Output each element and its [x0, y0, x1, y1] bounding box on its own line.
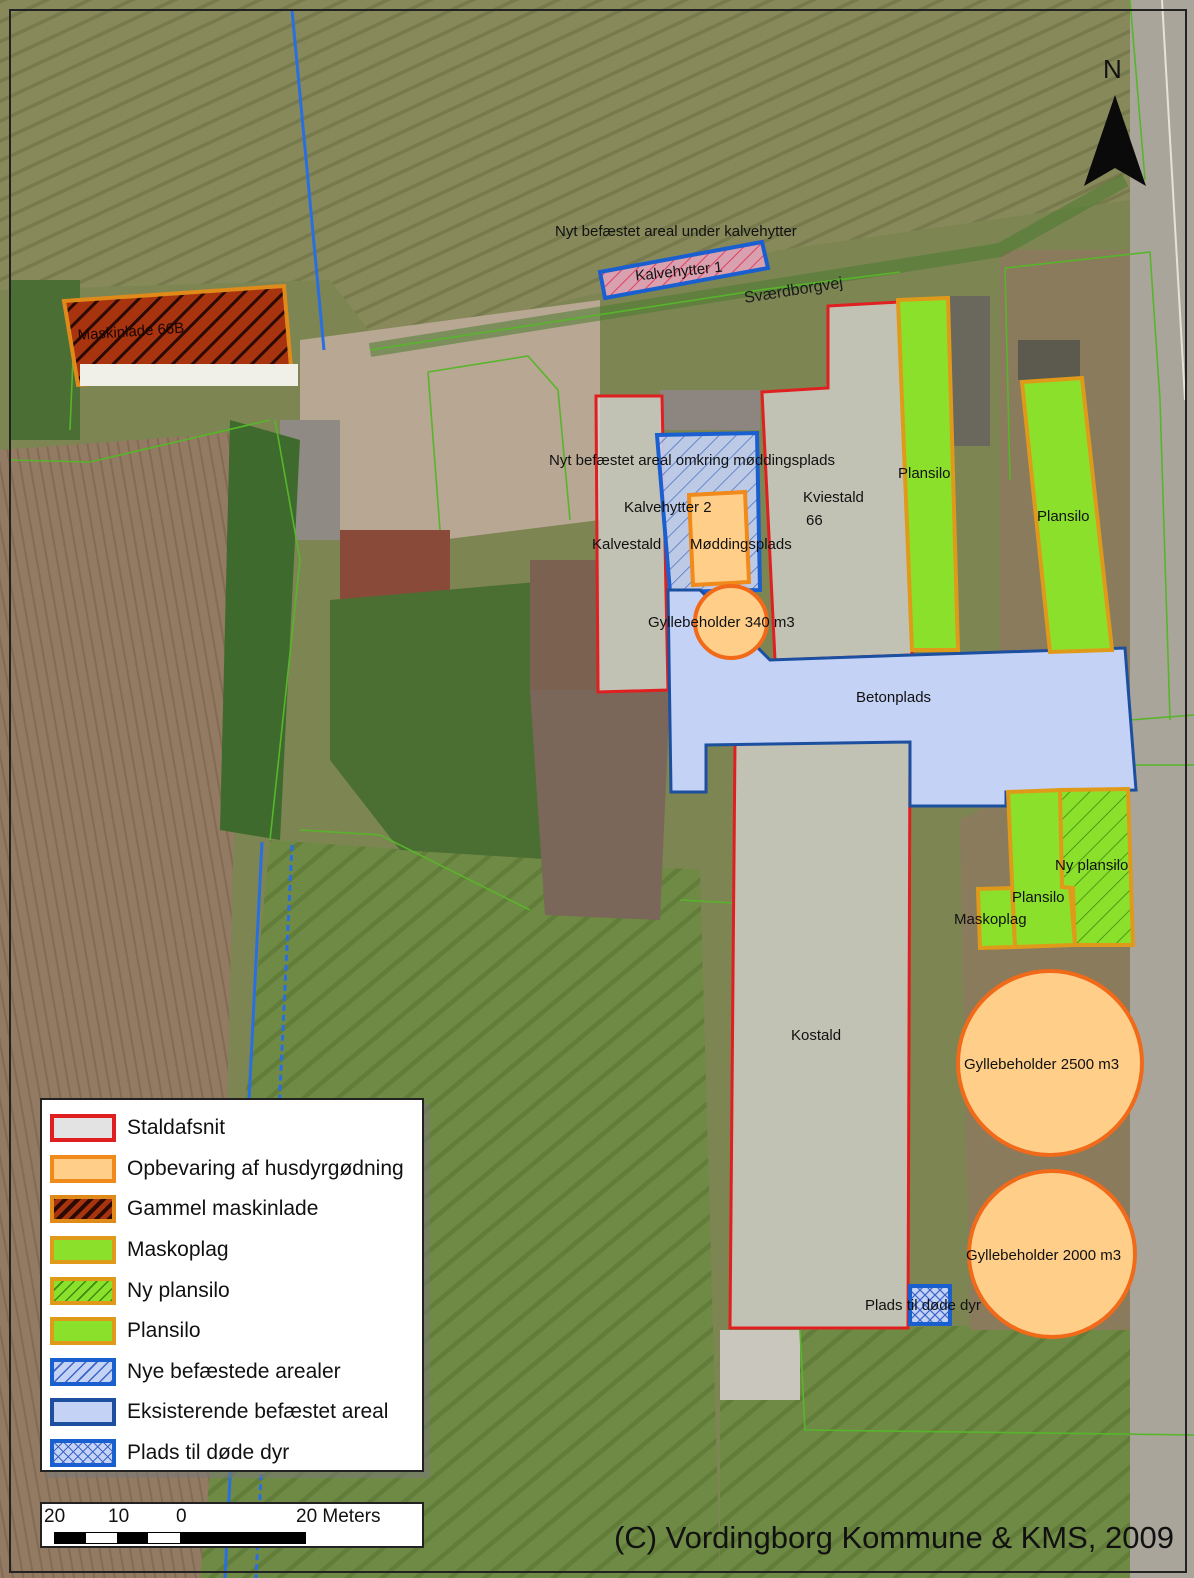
legend-item: Ny plansilo [42, 1270, 422, 1311]
label-plansilo-2: Plansilo [1037, 508, 1090, 525]
doede-dyr-area [908, 1284, 952, 1326]
legend-item: Eksisterende befæstet areal [42, 1392, 422, 1433]
north-arrow: N [1084, 54, 1146, 186]
legend-swatch [50, 1439, 116, 1468]
label-moeddingsplads: Møddingsplads [690, 536, 792, 553]
legend-item: Plads til døde dyr [42, 1433, 422, 1474]
label-doede-dyr: Plads til døde dyr [865, 1297, 981, 1314]
legend-label: Staldafsnit [127, 1116, 226, 1140]
legend-swatch [50, 1195, 116, 1224]
moeddingsplads-area [686, 489, 752, 588]
legend-swatch [50, 1276, 116, 1305]
legend-swatch [50, 1114, 116, 1143]
label-plansilo-3: Plansilo [1012, 889, 1065, 906]
label-kostald: Kostald [791, 1027, 841, 1044]
north-arrow-icon [1084, 95, 1146, 186]
legend-item: Staldafsnit [42, 1108, 422, 1149]
label-kviestald: Kviestald [803, 489, 864, 506]
legend-swatch [50, 1154, 116, 1183]
label-ny-plansilo: Ny plansilo [1055, 857, 1128, 874]
map-frame [9, 9, 1187, 1573]
scale-bar: 20 10 0 20 Meters [40, 1502, 424, 1548]
label-kalvehytter-2: Kalvehytter 2 [624, 499, 712, 516]
legend-label: Opbevaring af husdyrgødning [127, 1156, 404, 1180]
maskoplag-area [975, 885, 1018, 951]
legend-label: Ny plansilo [127, 1278, 230, 1302]
gyllebeholder-340 [693, 584, 769, 660]
legend-swatch [50, 1357, 116, 1386]
legend-item: Maskoplag [42, 1230, 422, 1271]
legend-item: Nye befæstede arealer [42, 1352, 422, 1393]
scale-tick-10: 10 [108, 1506, 130, 1527]
label-gylle-2000: Gyllebeholder 2000 m3 [966, 1247, 1121, 1264]
label-maskoplag: Maskoplag [954, 911, 1027, 928]
legend-item: Plansilo [42, 1311, 422, 1352]
kalvehytter-1-area [597, 239, 771, 301]
parcel-lines [9, 0, 1194, 1436]
gyllebeholder-2500 [956, 969, 1144, 1157]
legend-label: Maskoplag [127, 1238, 229, 1262]
label-plansilo-1: Plansilo [898, 465, 951, 482]
legend-item: Opbevaring af husdyrgødning [42, 1149, 422, 1190]
scale-tick-units: 20 Meters [296, 1506, 381, 1527]
map-labels: Nyt befæstet areal under kalvehytter Kal… [77, 223, 1128, 1314]
legend-label: Plansilo [127, 1319, 201, 1343]
legend-label: Nye befæstede arealer [127, 1359, 341, 1383]
scale-bar-graphic [54, 1532, 306, 1544]
legend-swatch [50, 1236, 116, 1265]
north-label: N [1103, 54, 1122, 84]
plansilo-1 [895, 295, 961, 652]
label-gylle-2500: Gyllebeholder 2500 m3 [964, 1056, 1119, 1073]
betonplads-area [666, 588, 1138, 808]
legend-item: Gammel maskinlade [42, 1189, 422, 1230]
legend-label: Plads til døde dyr [127, 1441, 290, 1465]
barn-sections [594, 300, 914, 1330]
legend-swatch [50, 1398, 116, 1427]
label-kalvestald: Kalvestald [592, 536, 661, 553]
label-gylle-340: Gyllebeholder 340 m3 [648, 614, 795, 631]
copyright-text: (C) Vordingborg Kommune & KMS, 2009 [614, 1520, 1174, 1555]
label-kviestald-num: 66 [806, 512, 823, 529]
label-nyt-moeddingsplads: Nyt befæstet areal omkring møddingsplads [549, 452, 835, 469]
gyllebeholder-2000 [967, 1169, 1137, 1339]
ny-plansilo [1057, 786, 1136, 947]
legend-label: Eksisterende befæstet areal [127, 1400, 389, 1424]
legend-label: Gammel maskinlade [127, 1197, 319, 1221]
legend-swatch [50, 1317, 116, 1346]
plansilo-2 [1019, 375, 1115, 655]
label-betonplads: Betonplads [856, 689, 931, 706]
machine-barn-slab [80, 364, 298, 386]
label-nyt-kalvehytter: Nyt befæstet areal under kalvehytter [555, 223, 797, 240]
scale-tick-0: 0 [176, 1506, 187, 1527]
scale-tick-20-left: 20 [44, 1506, 66, 1527]
